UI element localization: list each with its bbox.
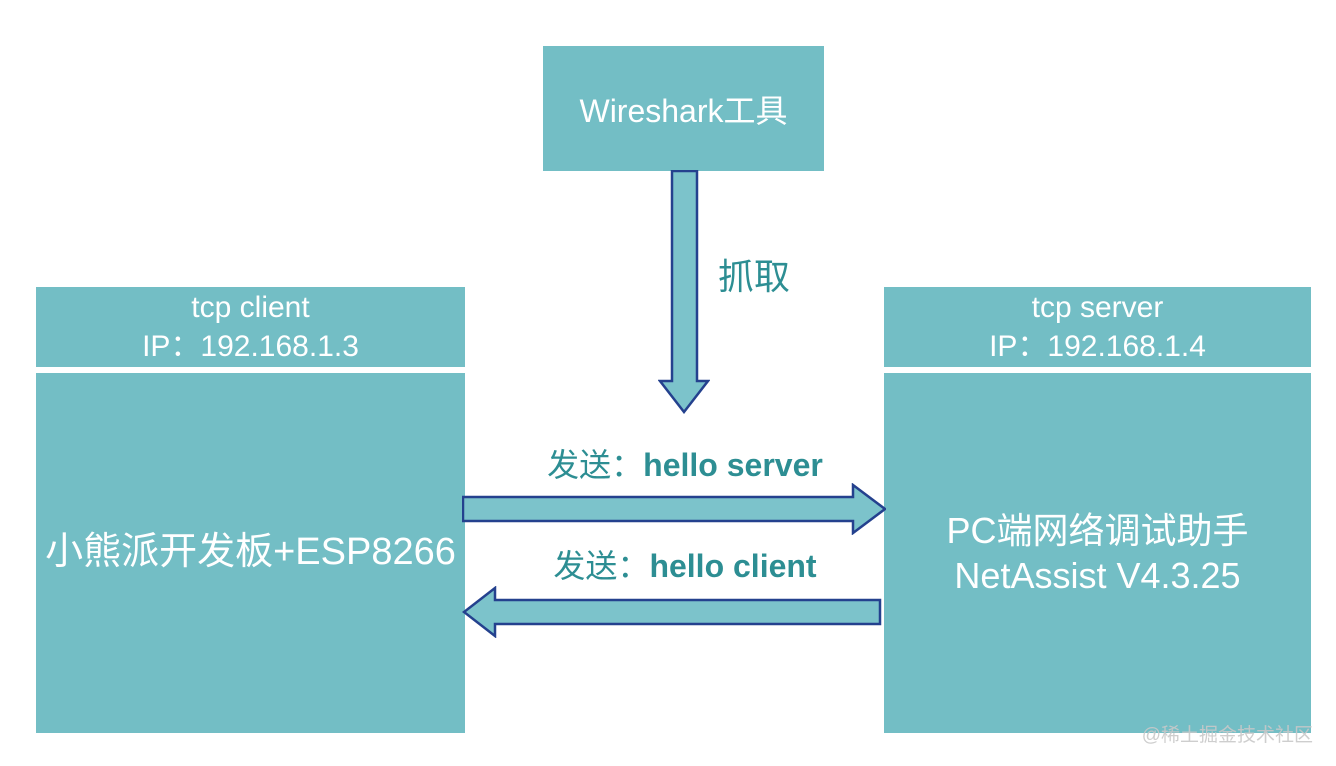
tcp-server-app-label: PC端网络调试助手 — [946, 509, 1249, 551]
tcp-server-version-label: NetAssist V4.3.25 — [954, 555, 1241, 596]
server-to-client-arrow-icon — [462, 586, 882, 638]
send-to-client-text: hello client — [649, 548, 817, 584]
tcp-client-body: 小熊派开发板+ESP8266 — [36, 373, 465, 733]
tcp-client-device-label: 小熊派开发板+ESP8266 — [45, 531, 456, 574]
tcp-client-box: tcp client IP：192.168.1.3 小熊派开发板+ESP8266 — [36, 287, 465, 733]
client-to-server-arrow-icon — [462, 483, 886, 535]
tcp-client-ip: IP：192.168.1.3 — [142, 330, 359, 363]
tcp-client-title: tcp client — [191, 291, 310, 324]
wireshark-box: Wireshark工具 — [543, 46, 824, 171]
tcp-server-ip: IP：192.168.1.4 — [989, 330, 1206, 363]
send-to-server-text: hello server — [643, 447, 823, 483]
send-to-server-label: 发送：hello server — [473, 440, 897, 486]
send-to-client-prefix: 发送： — [553, 548, 650, 584]
send-to-client-label: 发送：hello client — [473, 541, 897, 587]
tcp-server-body: PC端网络调试助手 NetAssist V4.3.25 — [884, 373, 1311, 733]
tcp-server-title: tcp server — [1031, 291, 1164, 324]
capture-label: 抓取 — [718, 257, 791, 297]
tcp-client-header: tcp client IP：192.168.1.3 — [36, 287, 465, 373]
send-to-server-prefix: 发送： — [547, 447, 644, 483]
wireshark-box-label: Wireshark工具 — [579, 92, 788, 129]
capture-down-arrow-icon — [658, 170, 710, 414]
tcp-server-header: tcp server IP：192.168.1.4 — [884, 287, 1311, 373]
watermark: @稀土掘金技术社区 — [1141, 725, 1313, 746]
tcp-server-box: tcp server IP：192.168.1.4 PC端网络调试助手 NetA… — [884, 287, 1311, 733]
